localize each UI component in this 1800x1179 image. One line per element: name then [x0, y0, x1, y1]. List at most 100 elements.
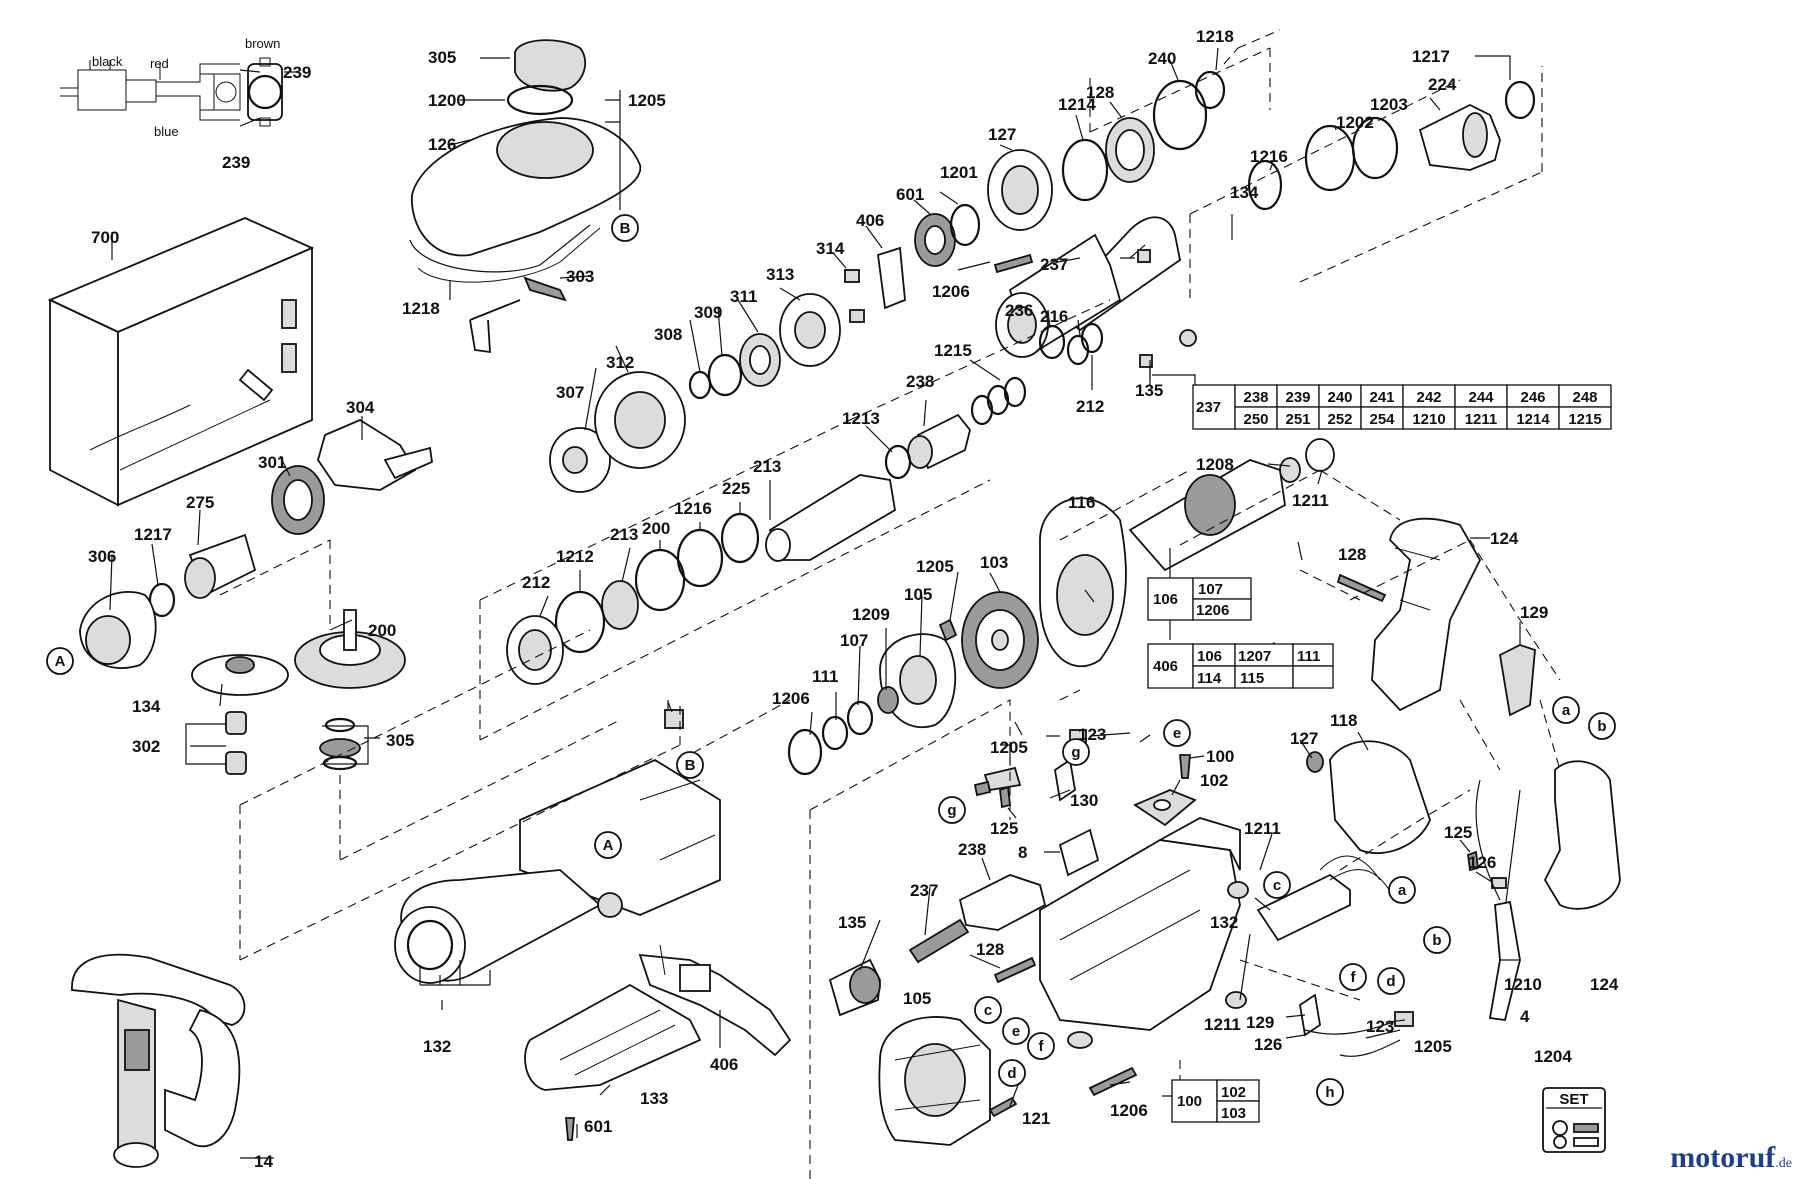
table-cell-251: 251 — [1285, 411, 1310, 428]
part-label: 237 — [910, 881, 938, 900]
part-label: 213 — [753, 457, 781, 476]
wiring-schematic — [60, 57, 283, 127]
part-label: 1210 — [1504, 975, 1542, 994]
table-cell-241: 241 — [1369, 389, 1394, 406]
marker-label: A — [603, 837, 614, 854]
gear-225 — [191, 654, 289, 696]
part-label: 305 — [386, 731, 414, 750]
brand-watermark: motoruf.de — [1670, 1141, 1792, 1175]
marker-label: f — [1351, 969, 1357, 986]
part-label: 130 — [1070, 791, 1098, 810]
part-label: 238 — [906, 372, 934, 391]
marker-label: d — [1386, 973, 1395, 990]
part-label: 406 — [710, 1055, 738, 1074]
part-label: 128 — [976, 940, 1004, 959]
part-table-106 — [1147, 577, 1252, 621]
part-label: 105 — [904, 585, 932, 604]
part-label: 118 — [1330, 711, 1357, 730]
part-label: 1212 — [556, 547, 594, 566]
part-label: 123 — [1366, 1017, 1394, 1036]
part-label: 1217 — [134, 525, 172, 544]
tool-holder-238 — [995, 216, 1181, 358]
table-label-100: 100 — [1177, 1093, 1202, 1110]
part-label: 314 — [816, 239, 845, 258]
table-cell-114: 114 — [1197, 670, 1222, 687]
part-label: 1214 — [1058, 95, 1096, 114]
table-label-106: 106 — [1153, 591, 1178, 608]
table-cell-254: 254 — [1369, 411, 1395, 428]
wire-label-red: red — [150, 56, 169, 71]
part-label: 1211 — [1292, 491, 1329, 510]
handle-124 — [1371, 517, 1482, 712]
part-label: 239 — [222, 153, 250, 172]
part-label: 313 — [766, 265, 794, 284]
part-label: 312 — [606, 353, 634, 372]
lever-274 — [317, 418, 417, 491]
table-cell-248: 248 — [1572, 389, 1597, 406]
part-label: 305 — [428, 48, 456, 67]
part-label: 1206 — [932, 282, 970, 301]
marker-label: g — [947, 802, 956, 819]
part-shapes — [47, 39, 1621, 1168]
part-label: 1200 — [428, 91, 466, 110]
part-label: 1206 — [1110, 1101, 1148, 1120]
set-badge-label: SET — [1559, 1091, 1588, 1108]
cover-224 — [524, 983, 702, 1091]
stator-105 — [878, 1016, 991, 1146]
marker-label: a — [1398, 882, 1407, 899]
motor-housing — [1039, 817, 1241, 1049]
part-label: 1211 — [1244, 819, 1281, 838]
side-handle-14 — [71, 953, 246, 1168]
circle-markers — [46, 214, 1616, 1106]
part-label: 121 — [1022, 1109, 1050, 1128]
set-badge — [1542, 1087, 1606, 1153]
part-number-labels: 239 239 700 305 1200 126 1205 1218 303 3… — [88, 27, 1619, 1171]
chuck-246 — [1418, 103, 1501, 171]
marker-label: g — [1071, 744, 1080, 761]
table-label-406: 406 — [1153, 658, 1178, 675]
spring-133 — [908, 918, 970, 964]
marker-label: e — [1012, 1023, 1020, 1040]
brand-suffix: .de — [1775, 1156, 1792, 1171]
wire-label-brown: brown — [245, 36, 280, 51]
table-cell-1210: 1210 — [1412, 411, 1445, 428]
part-label: 116 — [1068, 493, 1095, 512]
part-label: 132 — [423, 1037, 451, 1056]
part-label: 275 — [186, 493, 214, 512]
part-label: 1205 — [990, 738, 1028, 757]
marker-label: d — [1007, 1065, 1016, 1082]
marker-label: e — [1173, 725, 1181, 742]
part-label: 127 — [988, 125, 1016, 144]
part-label: 1201 — [940, 163, 978, 182]
part-label: 1215 — [934, 341, 972, 360]
part-label: 1204 — [1534, 1047, 1572, 1066]
part-label: 304 — [346, 398, 375, 417]
part-label: 224 — [1428, 75, 1457, 94]
part-label: 128 — [1338, 545, 1366, 564]
part-label: 1202 — [1336, 113, 1374, 132]
table-cell-250: 250 — [1243, 411, 1268, 428]
table-cell-1215: 1215 — [1568, 411, 1601, 428]
part-label: 236 — [1005, 301, 1033, 320]
part-label: 406 — [856, 211, 884, 230]
part-label: 1217 — [1412, 47, 1450, 66]
part-label: 308 — [654, 325, 682, 344]
marker-label: b — [1432, 932, 1441, 949]
part-label: 126 — [428, 135, 456, 154]
o-ring-314 — [506, 84, 574, 116]
part-label: 1218 — [402, 299, 440, 318]
part-label: 200 — [642, 519, 670, 538]
marker-label: f — [1039, 1038, 1045, 1055]
part-label: 4 — [1520, 1007, 1530, 1026]
part-label: 303 — [566, 267, 594, 286]
part-label: 105 — [903, 989, 931, 1008]
marker-label: B — [620, 220, 631, 237]
table-cell-240: 240 — [1327, 389, 1352, 406]
part-table-labels: 237 106 406 100 107 1206 106 1207 111 11… — [1153, 399, 1589, 1122]
table-cell-238: 238 — [1243, 389, 1268, 406]
part-label: 1216 — [674, 499, 712, 518]
marker-label: A — [55, 653, 66, 670]
part-label: 103 — [980, 553, 1008, 572]
part-label: 302 — [132, 737, 160, 756]
